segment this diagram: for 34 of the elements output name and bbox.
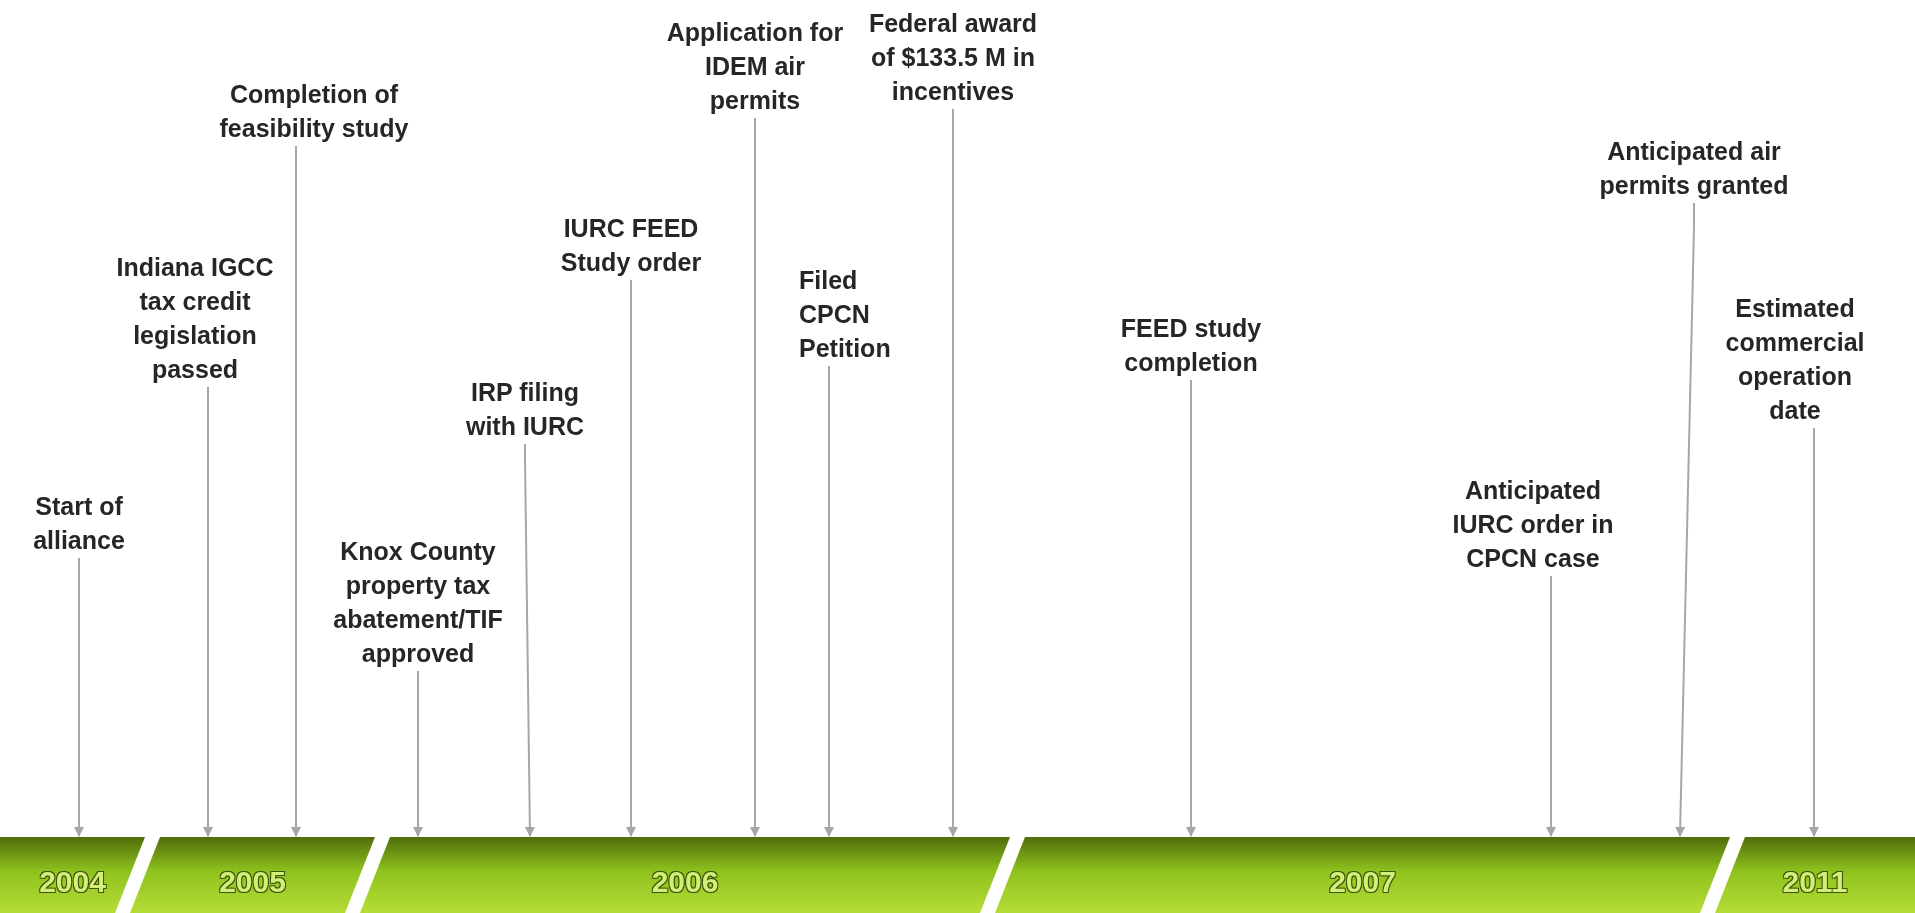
year-label: 2005 bbox=[219, 863, 286, 900]
arrow bbox=[948, 108, 958, 837]
arrow bbox=[413, 670, 423, 837]
event-label: Anticipated air permits granted bbox=[1598, 136, 1790, 201]
arrow bbox=[74, 557, 84, 837]
arrow bbox=[626, 279, 636, 837]
arrow bbox=[291, 145, 301, 837]
arrow bbox=[1546, 575, 1556, 837]
event-label: Indiana IGCC tax credit legislation passed bbox=[115, 252, 275, 385]
arrow bbox=[1809, 427, 1819, 837]
arrow bbox=[1186, 379, 1196, 837]
year-segment bbox=[1715, 837, 1915, 913]
event-label: Start of alliance bbox=[32, 491, 126, 556]
event-label: FEED study completion bbox=[1119, 313, 1263, 378]
event-label: Filed CPCN Petition bbox=[799, 265, 892, 364]
arrow bbox=[1675, 202, 1695, 837]
year-label: 2011 bbox=[1782, 863, 1848, 900]
arrow bbox=[824, 365, 834, 837]
year-label: 2004 bbox=[39, 863, 106, 900]
year-label: 2007 bbox=[1329, 863, 1396, 900]
event-label: Estimated commercial operation date bbox=[1724, 293, 1866, 426]
year-segment bbox=[130, 837, 375, 913]
arrow bbox=[750, 117, 760, 837]
event-label: Knox County property tax abatement/TIF approved bbox=[332, 536, 504, 669]
arrow bbox=[203, 386, 213, 837]
event-label: Federal award of $133.5 M in incentives bbox=[868, 8, 1038, 107]
arrow bbox=[524, 443, 535, 837]
event-label: Application for IDEM air permits bbox=[665, 17, 845, 116]
event-label: IURC FEED Study order bbox=[559, 213, 703, 278]
year-segment bbox=[0, 837, 145, 913]
event-label: Anticipated IURC order in CPCN case bbox=[1451, 475, 1615, 574]
year-label: 2006 bbox=[651, 863, 719, 900]
event-label: Completion of feasibility study bbox=[218, 79, 410, 144]
event-label: IRP filing with IURC bbox=[464, 377, 585, 442]
